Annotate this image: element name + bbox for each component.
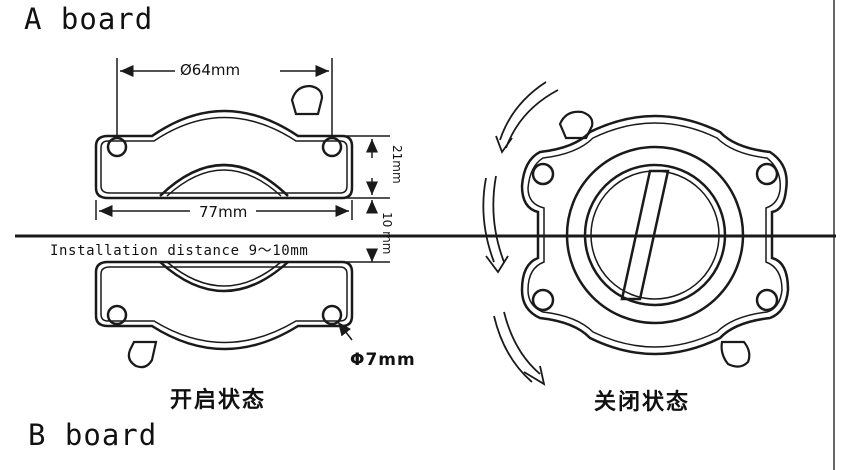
installation-note: Installation distance 9～10mm xyxy=(50,243,309,259)
a-board-title: A board xyxy=(24,2,154,36)
gap-label: 10 mm xyxy=(380,212,394,255)
open-state-label: 开启状态 xyxy=(170,388,267,413)
width-label: 77mm xyxy=(199,203,248,221)
open-flange-top xyxy=(94,84,354,200)
closed-valve xyxy=(520,110,790,368)
closed-state-label: 关闭状态 xyxy=(594,390,691,415)
open-flange-bottom xyxy=(94,260,354,369)
hole-spacing-label: Ø64mm xyxy=(180,61,241,79)
hole-leader-line xyxy=(337,321,353,341)
dim-lines-top xyxy=(95,58,390,263)
height-label: 21mm xyxy=(390,145,404,184)
hole-diameter-label: Φ7mm xyxy=(350,350,416,370)
b-board-title: B board xyxy=(28,418,158,452)
rotation-arrows xyxy=(482,81,559,386)
